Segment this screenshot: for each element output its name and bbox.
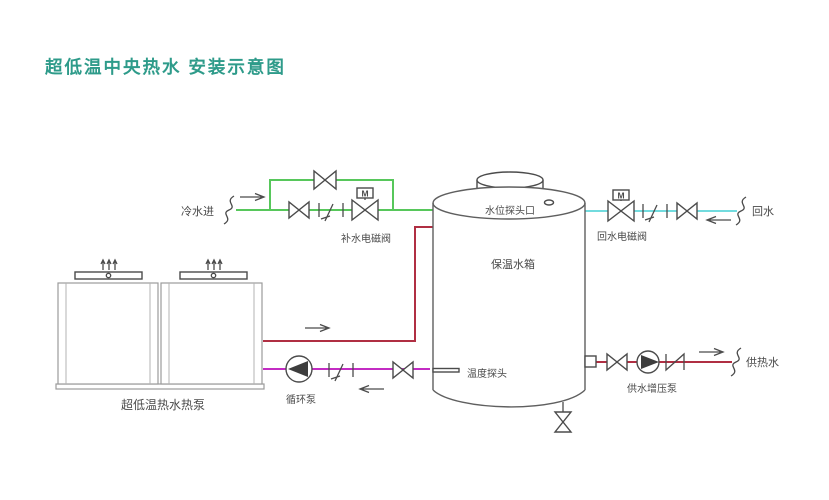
panel-seams — [65, 283, 255, 384]
cold-water-in-label: 冷水进 — [181, 205, 214, 218]
heat-pump-unit-2 — [160, 282, 263, 385]
flow-arrow-right-icon — [305, 323, 331, 333]
flow-arrow-right-icon — [699, 347, 725, 357]
bypass-valve — [313, 169, 337, 191]
heat-pump-label: 超低温热水热泵 — [121, 397, 205, 412]
cold-gate-valve — [288, 200, 310, 220]
airflow-arrows-icon — [205, 258, 223, 270]
booster-pump-label: 供水增压泵 — [627, 382, 677, 395]
hot-supply-line: 供热水 供水增压泵 — [606, 347, 779, 395]
tank-label: 保温水箱 — [491, 257, 535, 271]
temp-probe-label: 温度探头 — [467, 367, 507, 380]
insulated-water-tank: 水位探头口 保温水箱 温度探头 — [432, 171, 597, 433]
drain-valve — [553, 402, 573, 433]
pipe-break-icon — [223, 195, 235, 225]
return-valve-label: 回水电磁阀 — [597, 230, 647, 243]
heat-pump-units: 超低温热水热泵 — [55, 258, 265, 412]
tank-body — [433, 187, 585, 407]
heat-pump-base — [55, 383, 265, 390]
flow-arrow-right-icon — [240, 192, 266, 202]
makeup-solenoid-valve: M — [351, 187, 379, 222]
temperature-probe-icon — [432, 367, 460, 373]
pipe-break-icon — [735, 196, 747, 226]
circulation-strainer — [328, 363, 354, 382]
return-solenoid-valve: M — [607, 189, 635, 223]
water-level-port-label: 水位探头口 — [485, 204, 535, 217]
flow-arrow-left-icon — [705, 215, 731, 225]
check-valve-icon — [665, 352, 685, 372]
return-water-label: 回水 — [752, 205, 774, 218]
fan-unit-2 — [179, 258, 248, 280]
tank-outlet-nozzle — [584, 355, 597, 368]
fan-unit-1 — [74, 258, 143, 280]
return-strainer — [642, 204, 668, 223]
booster-pump — [636, 350, 660, 374]
heat-pump-unit-1 — [57, 282, 159, 385]
circulation-line: 循环泵 — [285, 355, 414, 406]
probe-port-hole-icon — [543, 199, 555, 206]
flow-arrow-left-icon — [358, 384, 384, 394]
page-title: 超低温中央热水 安装示意图 — [45, 57, 286, 77]
pipe-break-icon — [730, 347, 742, 377]
hot-supply-label: 供热水 — [746, 355, 779, 369]
motor-label: M — [361, 189, 368, 199]
circulation-pump-label: 循环泵 — [286, 393, 316, 406]
cold-strainer — [318, 203, 344, 222]
cold-water-line: M 冷水进 补水电磁阀 — [181, 169, 391, 245]
circulation-gate-valve — [392, 360, 414, 380]
motor-label: M — [617, 191, 624, 201]
circulation-pump — [285, 355, 313, 383]
return-gate-valve — [676, 201, 698, 221]
airflow-arrows-icon — [100, 258, 118, 270]
return-water-line: M 回水 回水电磁阀 — [597, 189, 774, 243]
makeup-valve-label: 补水电磁阀 — [341, 232, 391, 245]
supply-gate-valve — [606, 352, 628, 372]
pipe-heatpump-to-tank — [263, 226, 433, 342]
